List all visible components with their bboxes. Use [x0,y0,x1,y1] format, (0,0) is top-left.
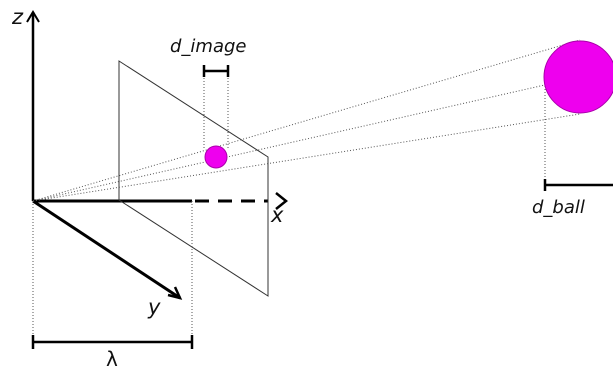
x-axis-label: x [270,203,284,227]
ray-center [32,76,581,202]
guide-lines [32,72,546,340]
image-plane [118,60,269,297]
y-axis-label: y [147,295,161,319]
x-axis-arrowhead [275,192,289,210]
real-ball [543,40,613,114]
y-axis-line [32,199,181,300]
z-axis-label: z [11,5,24,29]
z-axis-arrowhead [26,10,40,23]
z-axis: z [11,5,40,201]
y-axis-arrowhead [167,286,183,300]
x-axis: x [33,192,289,227]
d-ball-dimension: d_ball [532,179,613,218]
ray-bottom [32,113,581,202]
d-image-dimension: d_image [170,36,247,77]
y-axis: y [32,199,183,319]
d-ball-label: d_ball [532,197,585,218]
ray-top [32,39,581,202]
projection-rays [32,39,581,202]
lambda-label: λ [106,347,118,371]
image-ball [204,145,228,169]
lambda-dimension: λ [31,335,194,371]
d-image-label: d_image [170,36,247,57]
